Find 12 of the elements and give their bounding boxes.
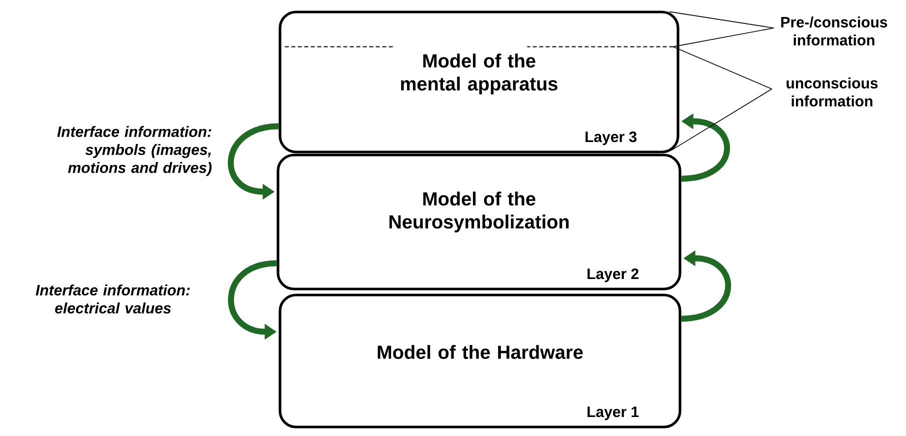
layer-box: Model of the Neurosymbolization Layer 2 — [276, 154, 682, 290]
leader-line — [672, 46, 772, 90]
interface-note: Interface information: symbols (images, motions and drives) — [57, 126, 212, 176]
leader-line — [670, 88, 772, 151]
layer-box: Model of the Hardware Layer 1 — [278, 294, 682, 428]
leader-line — [668, 11, 774, 28]
interface-note: Interface information: electrical values — [36, 284, 190, 314]
dashed-line — [284, 46, 674, 48]
layer-box: Model of the mental apparatus Layer 3 — [278, 10, 680, 154]
leader-line — [672, 28, 774, 48]
annotation-text: unconscious information — [786, 78, 878, 106]
annotation-text: Pre-/conscious information — [781, 16, 888, 46]
